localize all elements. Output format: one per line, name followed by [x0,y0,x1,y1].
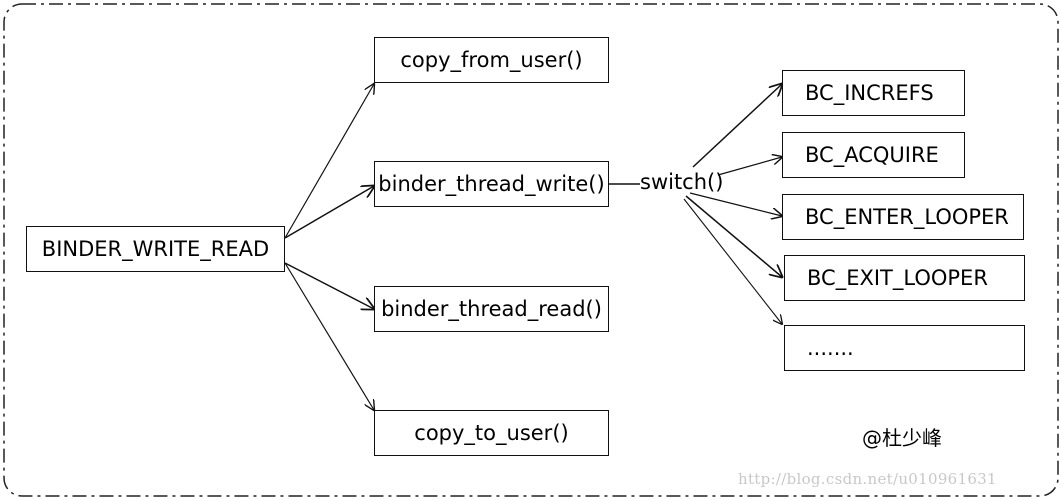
node-binder-write-read: BINDER_WRITE_READ [26,226,285,272]
outer-frame [3,3,1059,497]
node-bc-acquire: BC_ACQUIRE [782,132,965,178]
edge-root-to-copy-to-user [284,262,374,410]
edge-root-to-thread-read [284,262,374,309]
edge-switch-to-bc-enter-looper [689,192,782,216]
node-binder-thread-write: binder_thread_write() [374,161,609,207]
node-copy-from-user: copy_from_user() [374,37,609,83]
edge-switch-to-bc-exit-looper [685,195,782,277]
node-binder-thread-read: binder_thread_read() [374,286,609,332]
edge-switch-to-bc-acquire [717,157,782,176]
node-bc-exit-looper: BC_EXIT_LOOPER [784,255,1025,301]
switch-label: switch() [640,170,724,194]
edge-root-to-copy-from-user [284,84,374,239]
edge-root-to-thread-write [284,186,374,239]
edge-switch-to-more [683,198,782,324]
watermark-author: @杜少峰 [862,426,942,450]
node-bc-increfs: BC_INCREFS [782,70,965,116]
node-bc-enter-looper: BC_ENTER_LOOPER [782,194,1024,240]
edge-switch-to-bc-increfs [692,84,782,168]
node-more: ....... [784,325,1025,371]
watermark-url: http://blog.csdn.net/u010961631 [738,470,997,488]
node-copy-to-user: copy_to_user() [374,410,609,456]
